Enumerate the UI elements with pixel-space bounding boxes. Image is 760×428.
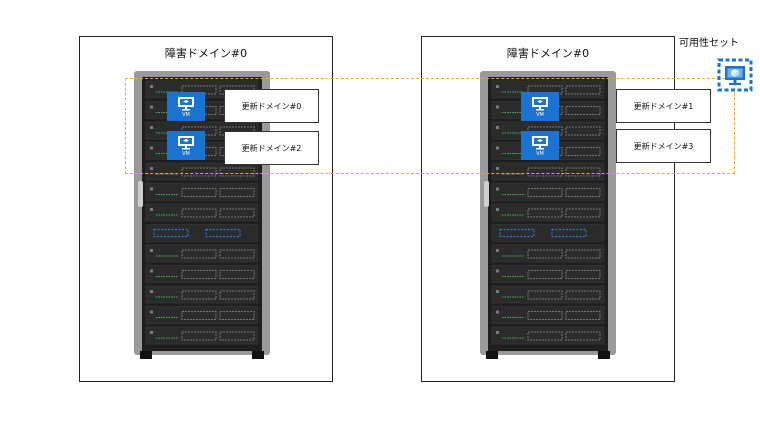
server-unit xyxy=(145,265,259,283)
vm-monitor-icon xyxy=(532,135,548,149)
server-unit xyxy=(145,244,259,263)
update-domain-box: 更新ドメイン#1 xyxy=(616,89,711,123)
vm-monitor-icon xyxy=(178,135,194,149)
server-unit xyxy=(145,183,259,201)
server-unit xyxy=(145,224,259,242)
fault-domain-title: 障害ドメイン#0 xyxy=(506,47,590,60)
rack-foot xyxy=(486,351,498,359)
vm-tile[interactable]: VM xyxy=(521,131,559,160)
vm-monitor-icon xyxy=(178,96,194,110)
update-domain-box: 更新ドメイン#0 xyxy=(224,89,319,123)
vm-label: VM xyxy=(182,150,190,157)
server-unit xyxy=(491,203,605,222)
vm-tile[interactable]: VM xyxy=(167,131,205,160)
availability-set-icon xyxy=(717,58,753,92)
update-domain-box: 更新ドメイン#2 xyxy=(224,131,319,165)
rack-foot xyxy=(252,351,264,359)
rack-handle xyxy=(138,181,143,207)
rack-foot xyxy=(598,351,610,359)
server-unit xyxy=(491,306,605,324)
server-unit xyxy=(145,326,259,345)
availability-set-label: 可用性セット xyxy=(679,38,739,49)
server-unit xyxy=(491,183,605,201)
server-unit xyxy=(491,265,605,283)
availability-set-outline xyxy=(125,78,735,174)
server-unit xyxy=(145,162,259,181)
server-unit xyxy=(491,244,605,263)
server-unit xyxy=(491,224,605,242)
server-unit xyxy=(145,285,259,304)
vm-label: VM xyxy=(182,111,190,118)
server-unit xyxy=(491,162,605,181)
vm-monitor-icon xyxy=(532,96,548,110)
vm-tile[interactable]: VM xyxy=(521,92,559,121)
vm-label: VM xyxy=(536,150,544,157)
vm-tile[interactable]: VM xyxy=(167,92,205,121)
fault-domain-title: 障害ドメイン#0 xyxy=(164,47,248,60)
vm-label: VM xyxy=(536,111,544,118)
server-unit xyxy=(491,285,605,304)
server-unit xyxy=(491,326,605,345)
server-unit xyxy=(145,203,259,222)
rack-foot xyxy=(140,351,152,359)
rack-handle xyxy=(484,181,489,207)
server-unit xyxy=(145,306,259,324)
update-domain-box: 更新ドメイン#3 xyxy=(616,129,711,163)
